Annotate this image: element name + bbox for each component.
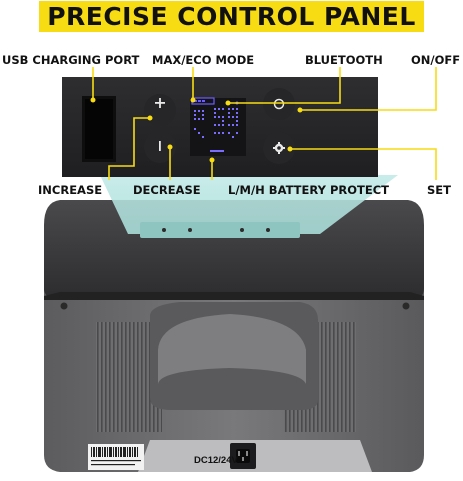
minus-icon[interactable] [159,141,161,151]
gear-icon[interactable] [273,142,285,154]
label-decrease: DECREASE [133,183,201,197]
label-battery-protect: L/M/H BATTERY PROTECT [228,183,389,197]
voltage-label: DC12/24V [194,455,238,466]
lid-control-strip [140,222,300,238]
label-set: SET [427,183,451,197]
digital-display [190,97,246,156]
label-on-off: ON/OFF [411,53,461,67]
magnify-beam [100,175,398,234]
cooler-body [44,285,424,472]
page-title: PRECISE CONTROL PANEL [39,1,424,32]
label-increase: INCREASE [38,183,103,197]
label-usb-port: USB CHARGING PORT [2,53,140,67]
label-max-eco-mode: MAX/ECO MODE [152,53,255,67]
label-bluetooth: BLUETOOTH [305,53,383,67]
plus-icon[interactable] [155,98,165,108]
callout-lines [92,67,437,180]
title-banner: PRECISE CONTROL PANEL [0,0,463,32]
control-panel [62,77,378,177]
power-icon[interactable] [273,98,285,110]
callout-dots [90,97,303,163]
